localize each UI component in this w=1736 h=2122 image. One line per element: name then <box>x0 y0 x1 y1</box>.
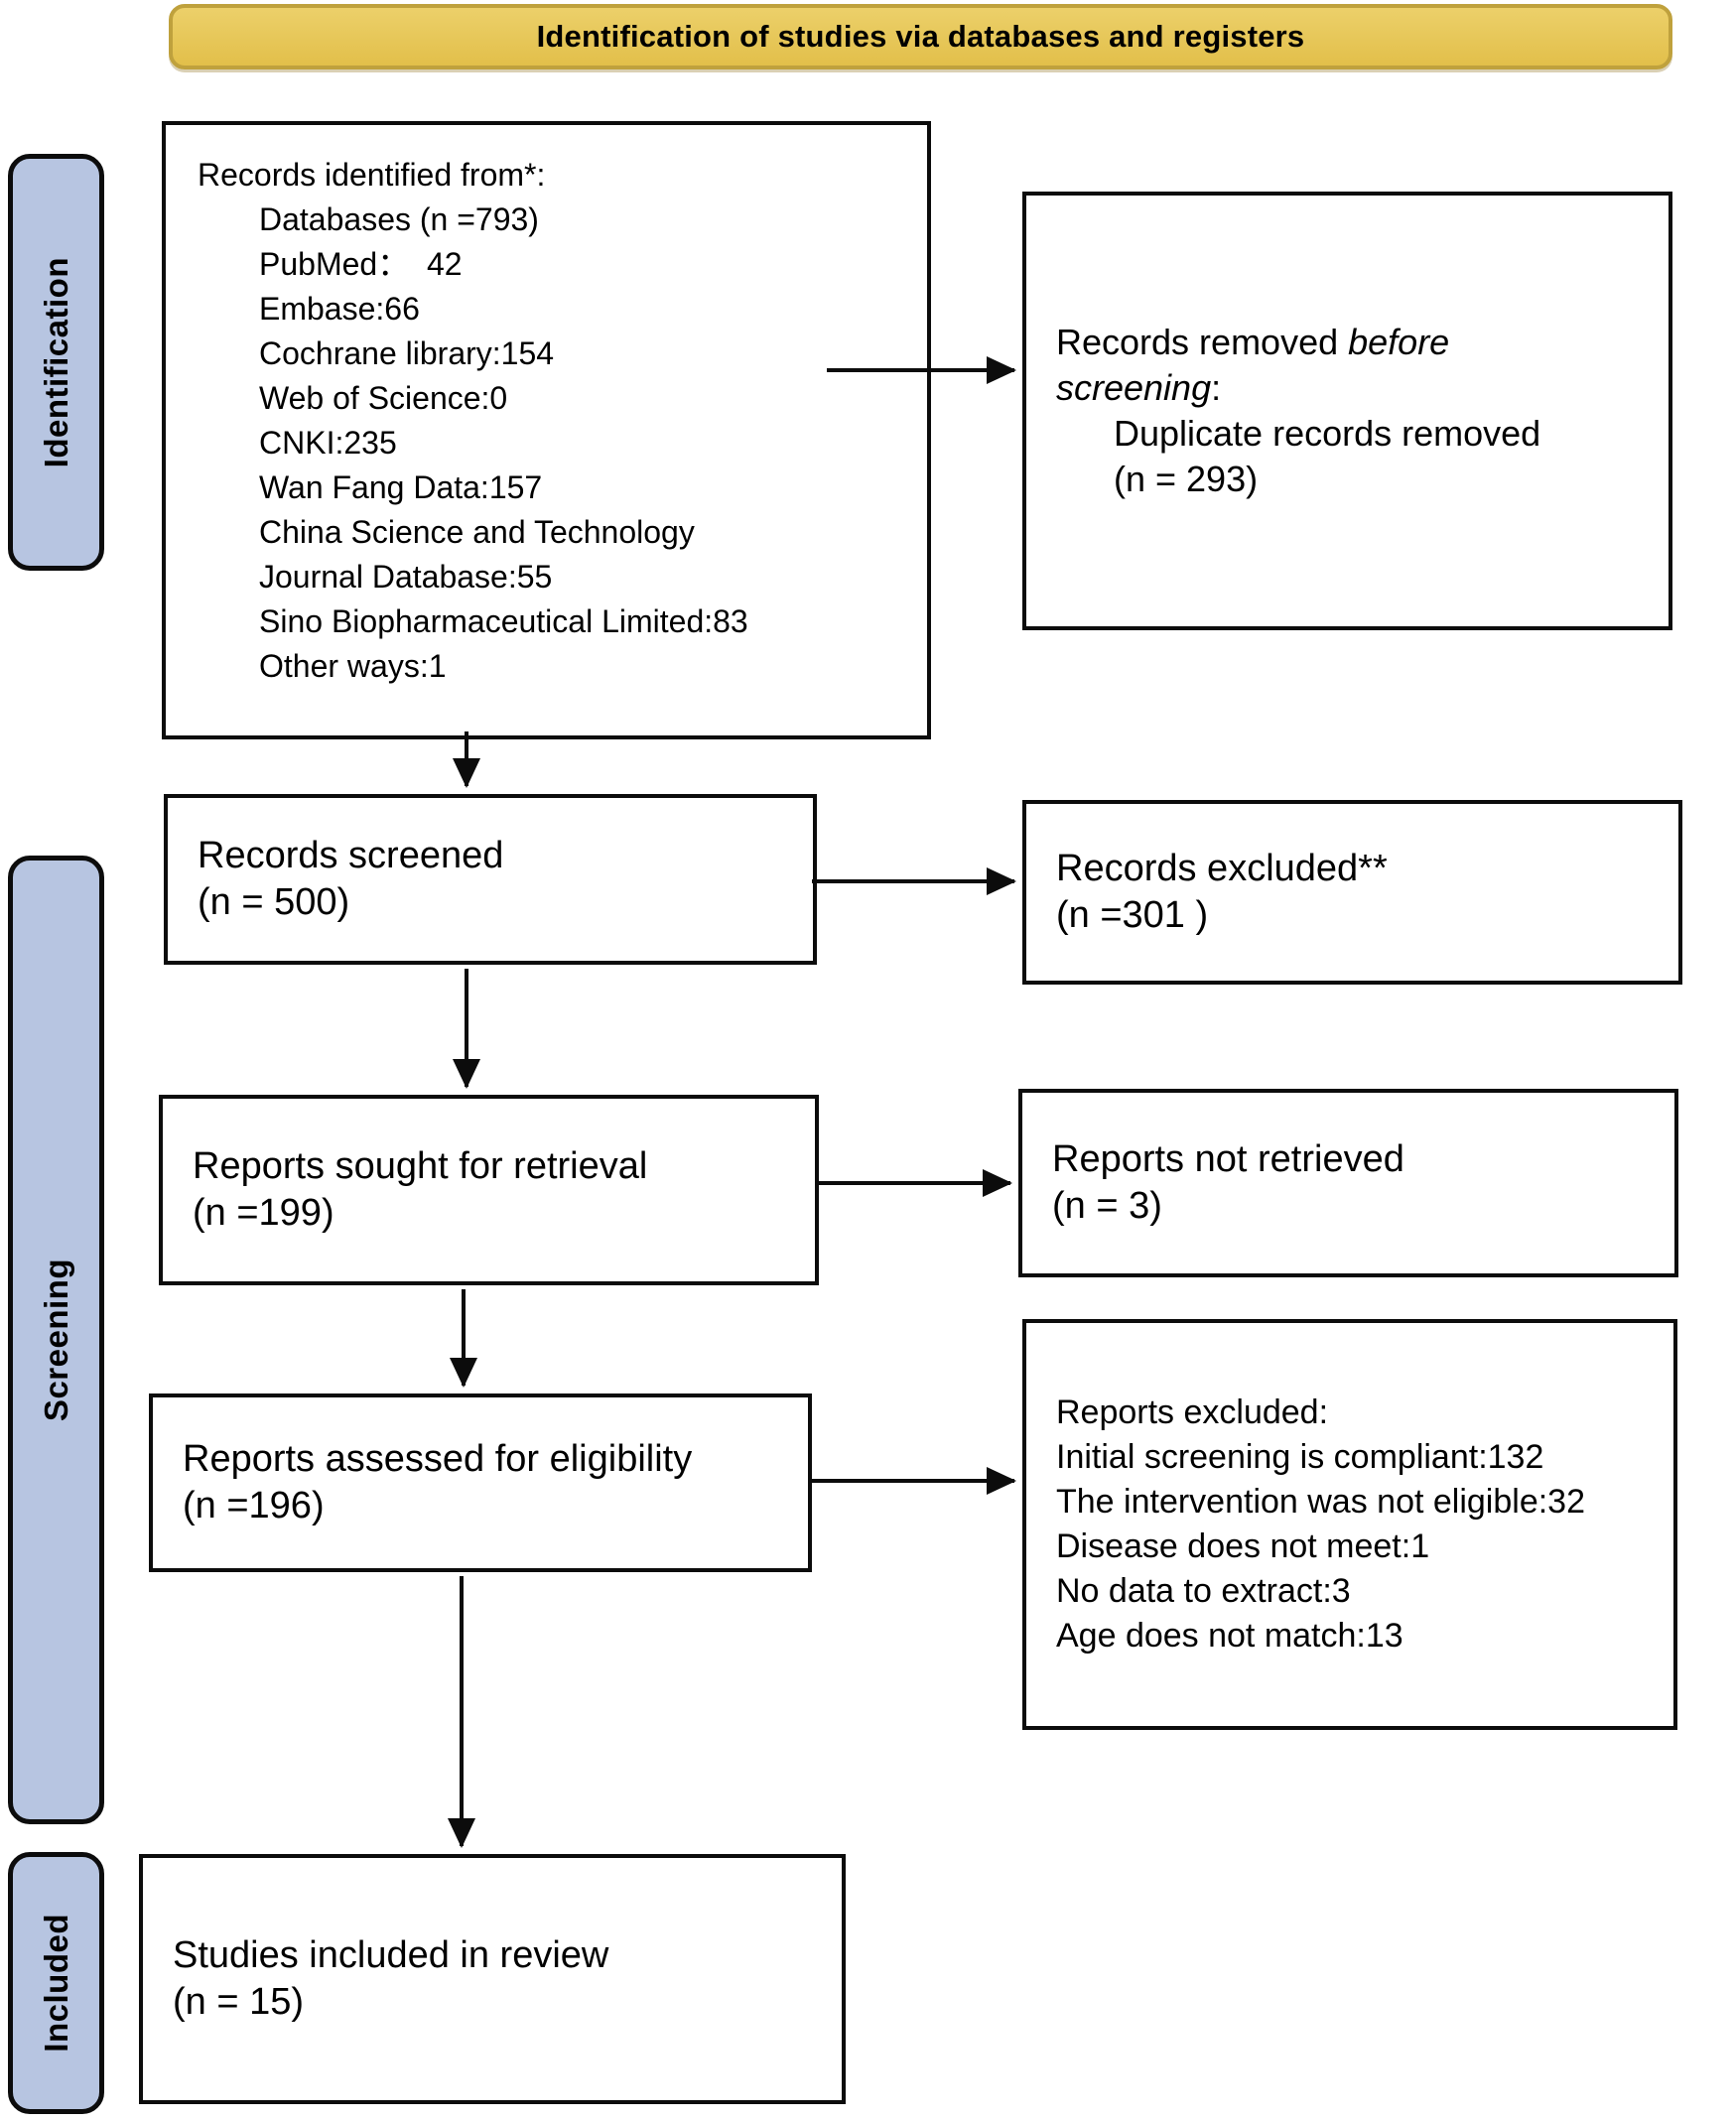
records-removed-emphasis: before screening <box>1056 322 1450 408</box>
source-wanfang: Wan Fang Data:157 <box>259 469 543 505</box>
reports-not-retrieved-label: Reports not retrieved <box>1052 1138 1404 1180</box>
source-cstj-line2: Journal Database:55 <box>259 559 553 595</box>
source-databases: Databases (n =793) <box>259 201 539 237</box>
source-embase: Embase:66 <box>259 291 420 327</box>
stage-label-identification-text: Identification <box>37 256 74 468</box>
stage-label-screening: Screening <box>8 856 104 1824</box>
reports-excluded-header: Reports excluded: <box>1056 1393 1329 1431</box>
records-screened-count: (n = 500) <box>198 881 350 923</box>
reports-sought-box: Reports sought for retrieval (n =199) <box>159 1095 819 1285</box>
reports-sought-count: (n =199) <box>193 1192 334 1234</box>
records-removed-colon: : <box>1211 367 1222 408</box>
records-screened-label: Records screened <box>198 835 504 876</box>
stage-label-screening-text: Screening <box>37 1258 74 1422</box>
records-screened-box: Records screened (n = 500) <box>164 794 817 965</box>
reports-sought-label: Reports sought for retrieval <box>193 1145 648 1187</box>
records-removed-box: Records removed before screening: Duplic… <box>1022 192 1672 630</box>
studies-included-label: Studies included in review <box>173 1934 609 1976</box>
reports-excluded-box: Reports excluded: Initial screening is c… <box>1022 1319 1677 1730</box>
studies-included-count: (n = 15) <box>173 1981 305 2023</box>
source-web-of-science: Web of Science:0 <box>259 380 508 416</box>
studies-included-box: Studies included in review (n = 15) <box>139 1854 846 2104</box>
source-cstj-line1: China Science and Technology <box>259 514 695 550</box>
excluded-no-data: No data to extract:3 <box>1056 1572 1351 1610</box>
records-identified-box: Records identified from*: Databases (n =… <box>162 121 931 739</box>
source-other-ways: Other ways:1 <box>259 648 447 684</box>
reports-not-retrieved-box: Reports not retrieved (n = 3) <box>1018 1089 1678 1277</box>
records-removed-title: Records removed before screening: <box>1056 320 1639 411</box>
reports-assessed-box: Reports assessed for eligibility (n =196… <box>149 1393 812 1572</box>
reports-not-retrieved-count: (n = 3) <box>1052 1185 1162 1227</box>
source-cochrane: Cochrane library:154 <box>259 335 555 371</box>
records-excluded-box: Records excluded** (n =301 ) <box>1022 800 1682 985</box>
records-removed-lead: Records removed <box>1056 322 1349 362</box>
title-banner: Identification of studies via databases … <box>169 4 1672 69</box>
excluded-age-mismatch: Age does not match:13 <box>1056 1617 1403 1655</box>
source-sino-biopharma: Sino Biopharmaceutical Limited:83 <box>259 603 748 639</box>
excluded-disease-not-meet: Disease does not meet:1 <box>1056 1527 1430 1565</box>
source-cnki: CNKI:235 <box>259 425 397 461</box>
stage-label-included: Included <box>8 1852 104 2114</box>
excluded-initial-screening: Initial screening is compliant:132 <box>1056 1438 1544 1476</box>
reports-assessed-count: (n =196) <box>183 1485 325 1526</box>
records-excluded-label: Records excluded** <box>1056 848 1388 889</box>
duplicates-removed-count: (n = 293) <box>1114 459 1259 499</box>
reports-assessed-label: Reports assessed for eligibility <box>183 1438 693 1480</box>
records-identified-header: Records identified from*: <box>198 157 546 193</box>
records-excluded-count: (n =301 ) <box>1056 894 1209 936</box>
duplicates-removed-label: Duplicate records removed <box>1114 413 1541 454</box>
stage-label-identification: Identification <box>8 154 104 571</box>
stage-label-included-text: Included <box>37 1914 74 2053</box>
banner-title: Identification of studies via databases … <box>536 19 1305 54</box>
excluded-intervention-ineligible: The intervention was not eligible:32 <box>1056 1483 1585 1521</box>
source-pubmed: PubMed： 42 <box>259 246 463 282</box>
